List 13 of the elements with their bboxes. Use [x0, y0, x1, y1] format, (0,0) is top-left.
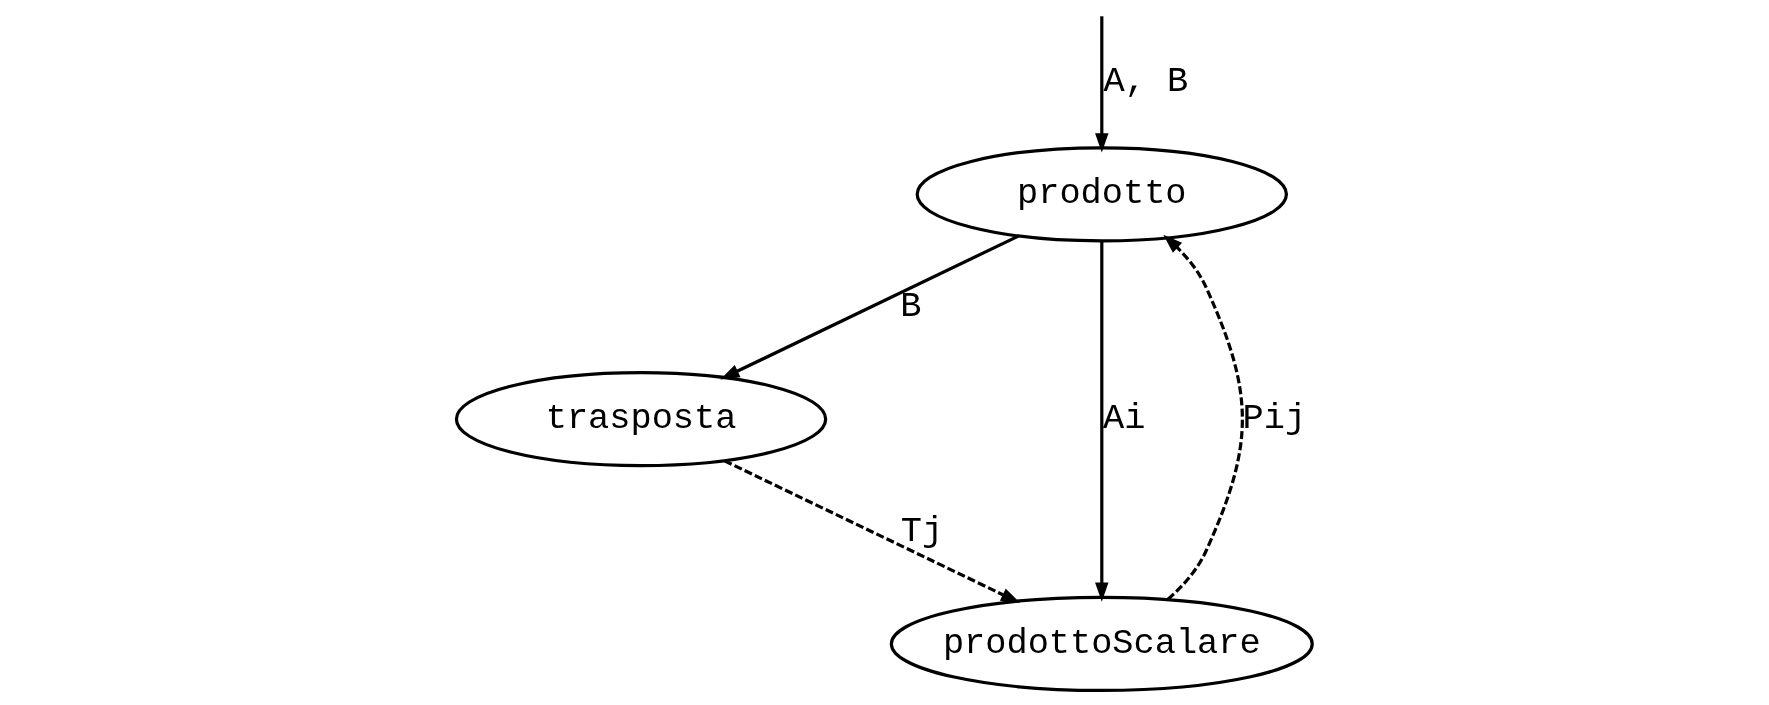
arrow [723, 459, 1021, 604]
edge-label: B [900, 286, 922, 327]
edge-label: Tj [900, 511, 944, 552]
arrow [1095, 16, 1109, 153]
arrow [1163, 234, 1244, 601]
node-ellipse: trasposta [454, 370, 828, 468]
arrow [720, 234, 1020, 380]
node-ellipse: prodottoScalare [889, 595, 1314, 693]
node-ellipse: prodotto [915, 146, 1289, 243]
edge-label: Ai [1103, 399, 1146, 440]
edge-label: Pij [1242, 399, 1307, 440]
arrow [1095, 241, 1109, 602]
edge-label: A, B [1103, 61, 1189, 102]
